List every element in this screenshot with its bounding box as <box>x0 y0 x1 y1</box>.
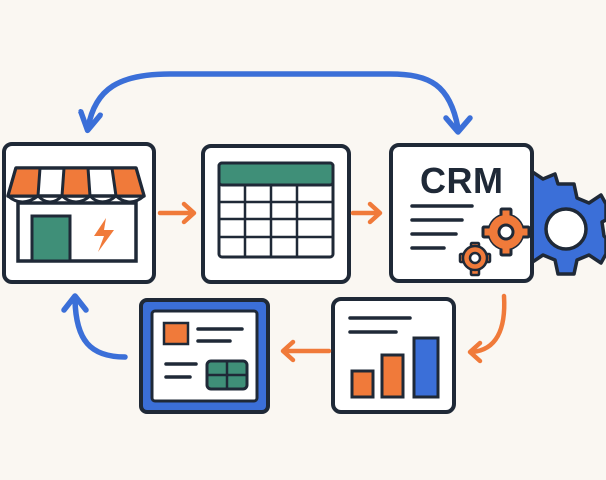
crm-card: CRM <box>389 143 534 283</box>
loop-arrow-crm-to-store <box>88 71 461 128</box>
lightning-icon <box>94 218 114 252</box>
spreadsheet-icon <box>217 161 335 259</box>
dashboard-card-icon <box>162 321 249 391</box>
loop-arrow-head-crm <box>443 115 473 135</box>
crm-label: CRM <box>420 160 503 201</box>
report-card <box>331 297 456 414</box>
spreadsheet-card <box>201 144 351 284</box>
arrow-crm-to-report <box>469 293 507 355</box>
small-gear-icon <box>481 207 531 257</box>
dashboard-card <box>139 298 270 414</box>
bar-chart-icon <box>350 336 440 399</box>
storefront-icon <box>6 166 146 263</box>
arrow-dashboard-to-store <box>72 297 128 360</box>
tiny-gear-icon <box>458 241 492 277</box>
store-card <box>2 142 156 284</box>
